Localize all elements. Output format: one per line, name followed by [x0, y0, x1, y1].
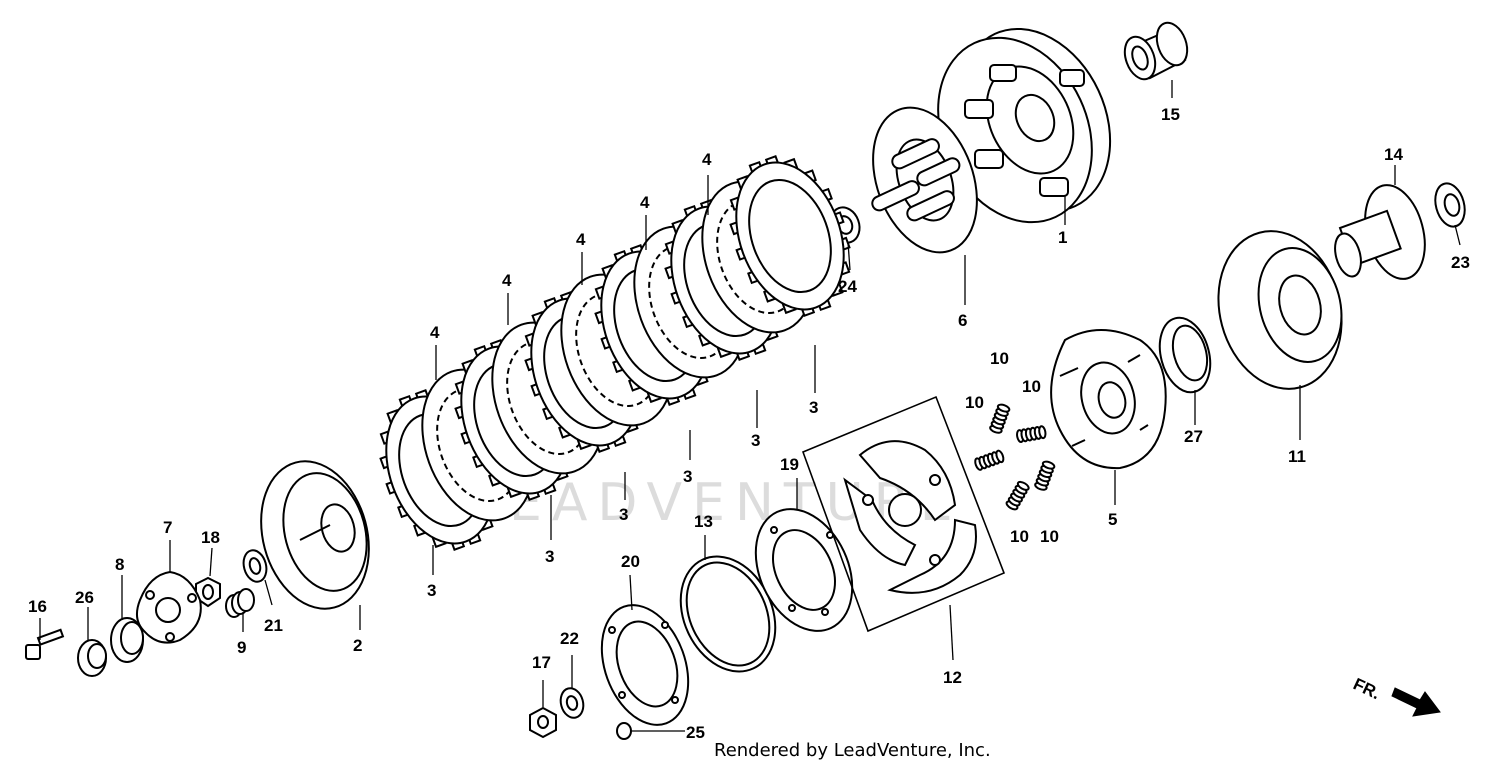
part-23-washer — [1434, 182, 1466, 228]
callout-17: 17 — [532, 653, 551, 672]
spring-coil — [995, 449, 1005, 464]
callout-4: 4 — [640, 193, 650, 212]
spring — [989, 403, 1011, 434]
callout-22: 22 — [560, 629, 579, 648]
callout-7: 7 — [163, 518, 172, 537]
callout-3: 3 — [619, 505, 628, 524]
part-5-drive-hub — [1050, 329, 1167, 470]
spring-coil — [1016, 480, 1030, 491]
spring-coil — [996, 403, 1011, 413]
callout-4: 4 — [502, 271, 512, 290]
callout-10: 10 — [1022, 377, 1041, 396]
part-1-clutch-outer — [937, 27, 1112, 224]
callout-9: 9 — [237, 638, 246, 657]
part-26-bearing — [77, 639, 107, 677]
callout-12: 12 — [943, 668, 962, 687]
part-17-nut — [529, 706, 557, 739]
part-20-plate — [600, 604, 690, 726]
callout-5: 5 — [1108, 510, 1117, 529]
footer-credit: Rendered by LeadVenture, Inc. — [714, 740, 991, 761]
part-8-bearing — [110, 617, 144, 663]
callout-4: 4 — [576, 230, 586, 249]
callout-2: 2 — [353, 636, 362, 655]
callout-21: 21 — [264, 616, 283, 635]
part-12-box — [801, 395, 1006, 633]
part-6-clutch-center — [871, 106, 978, 254]
direction-label: FR. — [1350, 674, 1383, 703]
callout-15: 15 — [1161, 105, 1180, 124]
callout-20: 20 — [621, 552, 640, 571]
part-16-bolt — [25, 628, 65, 660]
part-19-drive-plate — [754, 508, 854, 632]
callout-4: 4 — [430, 323, 440, 342]
callout-8: 8 — [115, 555, 124, 574]
callout-10: 10 — [1040, 527, 1059, 546]
callout-10: 10 — [1010, 527, 1029, 546]
callout-4: 4 — [702, 150, 712, 169]
callout-3: 3 — [809, 398, 818, 417]
part-12-centrifugal-weights — [843, 440, 977, 594]
callout-13: 13 — [694, 512, 713, 531]
part-11-drum — [1217, 230, 1343, 390]
spring-coil — [1041, 460, 1056, 470]
part-18-nut — [195, 576, 221, 608]
leader-lines — [39, 80, 1461, 732]
part-13-ring — [679, 555, 777, 673]
part-25-nut — [616, 722, 632, 740]
callout-labels: 1 2 3 3 3 3 3 3 3 4 4 4 4 4 4 5 6 7 8 9 … — [28, 105, 1470, 742]
callout-10: 10 — [990, 349, 1009, 368]
part-14-gear — [1334, 184, 1426, 280]
callout-25: 25 — [686, 723, 705, 742]
callout-6: 6 — [958, 311, 967, 330]
callout-3: 3 — [751, 431, 760, 450]
callout-11: 11 — [1288, 447, 1306, 466]
part-2-pressure-plate — [260, 460, 370, 610]
callout-16: 16 — [28, 597, 47, 616]
spring — [974, 449, 1005, 471]
part-15-bushing — [1123, 21, 1189, 81]
callout-3: 3 — [683, 467, 692, 486]
spring-coil — [1038, 425, 1047, 440]
callout-26: 26 — [75, 588, 94, 607]
part-22-washer — [559, 687, 585, 719]
callout-1: 1 — [1058, 228, 1067, 247]
part-21-washer — [242, 549, 268, 583]
callout-3: 3 — [545, 547, 554, 566]
part-3-friction-disc — [729, 155, 851, 317]
callout-18: 18 — [201, 528, 220, 547]
part-7-lifter-plate — [135, 570, 202, 644]
clutch-disc-stack — [379, 155, 851, 551]
callout-3: 3 — [427, 581, 436, 600]
callout-14: 14 — [1384, 145, 1403, 164]
callout-10: 10 — [965, 393, 984, 412]
front-direction-arrow: FR. — [1350, 674, 1441, 717]
callout-19: 19 — [780, 455, 799, 474]
callout-23: 23 — [1451, 253, 1470, 272]
callout-27: 27 — [1184, 427, 1203, 446]
spring — [1005, 480, 1030, 511]
part-27-one-way-clutch — [1158, 316, 1212, 394]
spring — [1034, 460, 1056, 491]
part-10-springs — [974, 403, 1056, 511]
spring — [1016, 425, 1047, 444]
disc-inner — [748, 178, 832, 294]
callout-24: 24 — [838, 277, 857, 296]
part-9-spring — [225, 588, 255, 618]
